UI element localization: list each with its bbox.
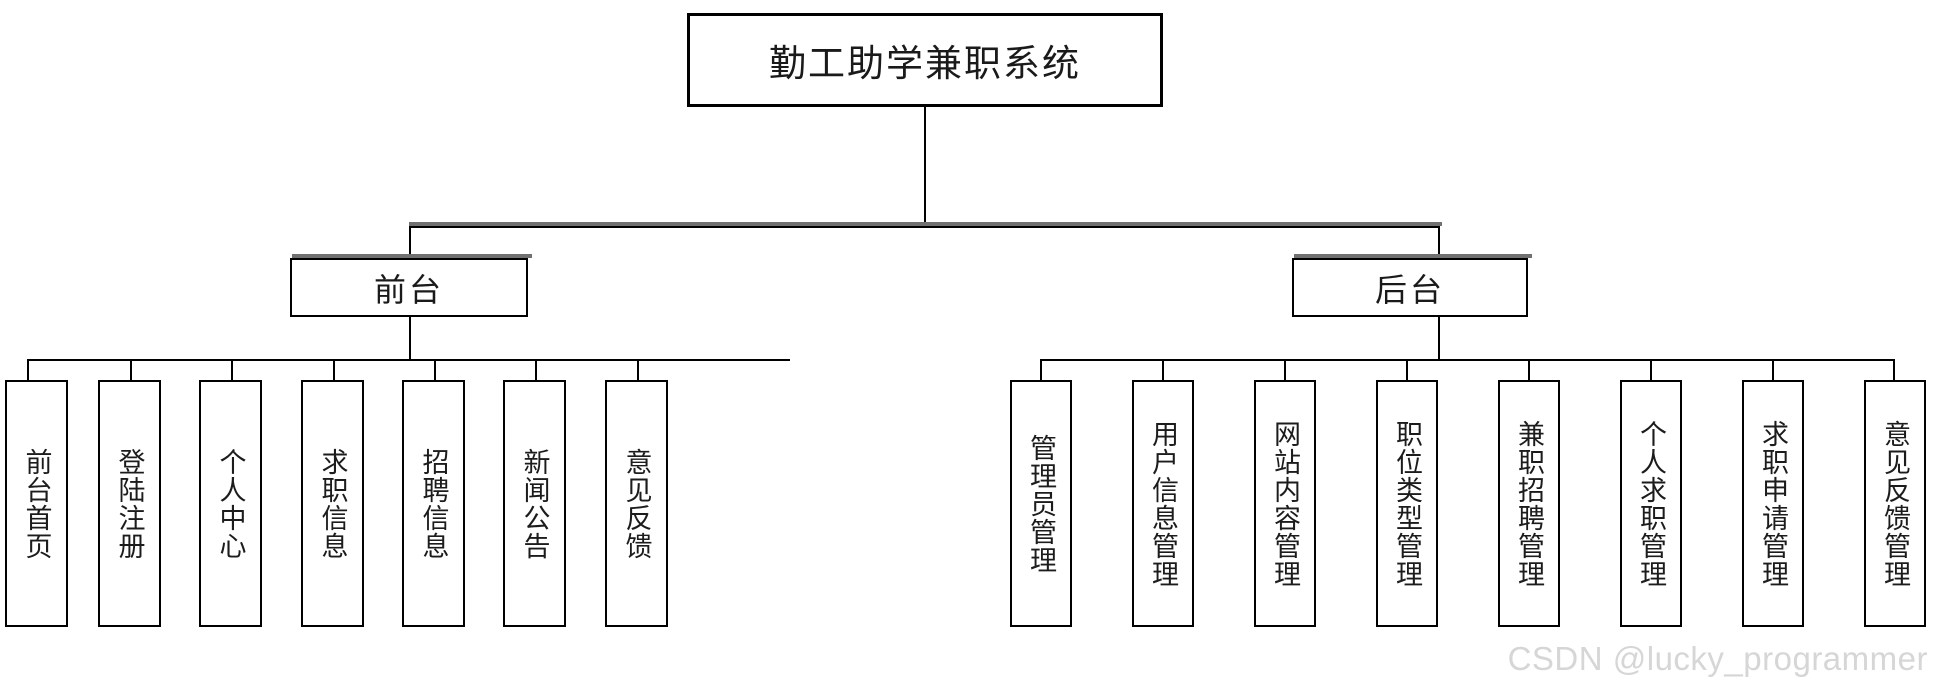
leaf-front-7-label: 意见反馈 xyxy=(621,447,652,560)
connector-back-drop-4 xyxy=(1406,359,1408,380)
leaf-back-2-label: 用户信息管理 xyxy=(1148,419,1179,588)
connector-front-drop-2 xyxy=(130,359,132,380)
node-root-label: 勤工助学兼职系统 xyxy=(769,44,1081,85)
connector-back-drop-2 xyxy=(1162,359,1164,380)
leaf-front-2[interactable]: 登陆注册 xyxy=(98,380,161,627)
connector-front-drop-3 xyxy=(231,359,233,380)
connector-drop-front xyxy=(409,226,411,260)
connector-back-drop-6 xyxy=(1650,359,1652,380)
leaf-back-4-label: 职位类型管理 xyxy=(1392,419,1423,588)
connector-back-drop-3 xyxy=(1284,359,1286,380)
leaf-front-3[interactable]: 个人中心 xyxy=(199,380,262,627)
node-root[interactable]: 勤工助学兼职系统 xyxy=(687,13,1163,107)
leaf-front-4[interactable]: 求职信息 xyxy=(301,380,364,627)
leaf-back-6-label: 个人求职管理 xyxy=(1636,419,1667,588)
leaf-back-6[interactable]: 个人求职管理 xyxy=(1620,380,1682,627)
connector-back-stem xyxy=(1438,317,1440,360)
leaf-back-2[interactable]: 用户信息管理 xyxy=(1132,380,1194,627)
connector-front-bus xyxy=(27,359,790,361)
connector-level1-bus-shadow xyxy=(409,222,1442,226)
node-front-shadow xyxy=(292,254,532,258)
leaf-back-4[interactable]: 职位类型管理 xyxy=(1376,380,1438,627)
leaf-front-6[interactable]: 新闻公告 xyxy=(503,380,566,627)
connector-front-drop-1 xyxy=(27,359,29,380)
leaf-front-6-label: 新闻公告 xyxy=(519,447,550,560)
connector-level1-bus xyxy=(409,226,1440,228)
leaf-back-1-label: 管理员管理 xyxy=(1026,433,1057,574)
leaf-back-5[interactable]: 兼职招聘管理 xyxy=(1498,380,1560,627)
leaf-back-1[interactable]: 管理员管理 xyxy=(1010,380,1072,627)
connector-back-bus xyxy=(1040,359,1894,361)
connector-back-drop-5 xyxy=(1528,359,1530,380)
connector-front-stem xyxy=(409,317,411,360)
leaf-front-1-label: 前台首页 xyxy=(21,447,52,560)
leaf-front-3-label: 个人中心 xyxy=(215,447,246,560)
leaf-front-5-label: 招聘信息 xyxy=(418,447,449,560)
leaf-front-2-label: 登陆注册 xyxy=(114,447,145,560)
leaf-front-5[interactable]: 招聘信息 xyxy=(402,380,465,627)
node-front[interactable]: 前台 xyxy=(290,258,528,317)
leaf-back-8-label: 意见反馈管理 xyxy=(1880,419,1911,588)
leaf-back-7-label: 求职申请管理 xyxy=(1758,419,1789,588)
node-back[interactable]: 后台 xyxy=(1292,258,1528,317)
connector-front-drop-4 xyxy=(333,359,335,380)
leaf-back-3[interactable]: 网站内容管理 xyxy=(1254,380,1316,627)
node-back-shadow xyxy=(1294,254,1532,258)
connector-back-drop-1 xyxy=(1040,359,1042,380)
connector-front-drop-5 xyxy=(434,359,436,380)
leaf-back-5-label: 兼职招聘管理 xyxy=(1514,419,1545,588)
leaf-front-4-label: 求职信息 xyxy=(317,447,348,560)
connector-front-drop-6 xyxy=(535,359,537,380)
connector-back-drop-7 xyxy=(1772,359,1774,380)
leaf-front-1[interactable]: 前台首页 xyxy=(5,380,68,627)
connector-root-stem xyxy=(924,107,926,227)
leaf-front-7[interactable]: 意见反馈 xyxy=(605,380,668,627)
node-back-label: 后台 xyxy=(1374,271,1445,308)
connector-front-drop-7 xyxy=(637,359,639,380)
watermark: CSDN @lucky_programmer xyxy=(1507,640,1928,677)
leaf-back-8[interactable]: 意见反馈管理 xyxy=(1864,380,1926,627)
leaf-back-3-label: 网站内容管理 xyxy=(1270,419,1301,588)
connector-back-drop-8 xyxy=(1893,359,1895,380)
node-front-label: 前台 xyxy=(373,271,444,308)
leaf-back-7[interactable]: 求职申请管理 xyxy=(1742,380,1804,627)
connector-drop-back xyxy=(1438,226,1440,260)
